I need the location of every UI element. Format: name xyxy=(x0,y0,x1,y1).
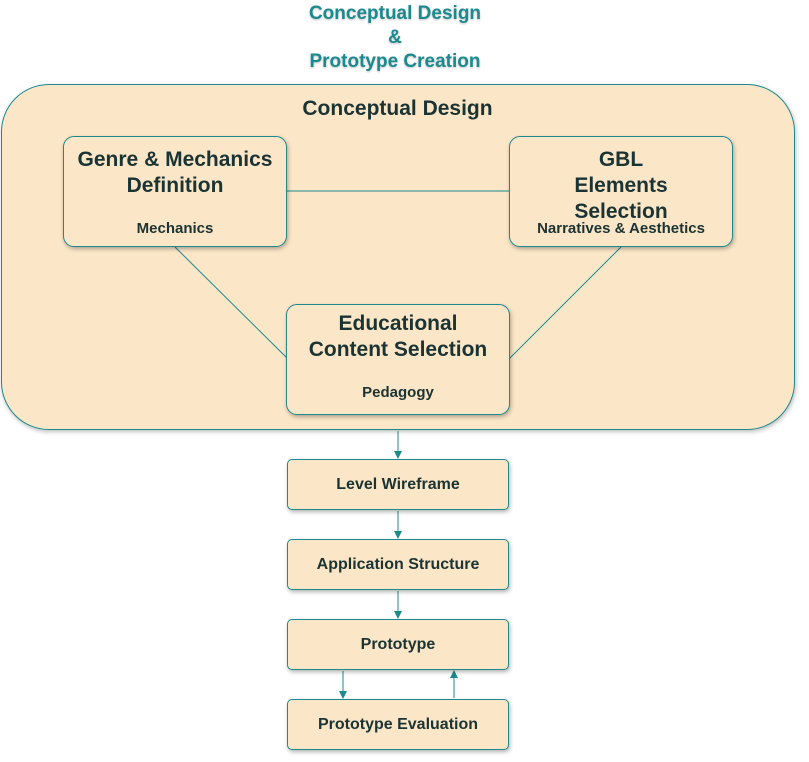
genre-mechanics-subtitle: Mechanics xyxy=(136,220,214,237)
prototype-step: Prototype xyxy=(287,619,509,670)
page-title: Conceptual Design & Prototype Creation xyxy=(245,2,545,74)
prototype-evaluation-step: Prototype Evaluation xyxy=(287,699,509,750)
gbl-elements-title: GBL Elements Selection xyxy=(574,148,668,223)
level-wireframe-step: Level Wireframe xyxy=(287,459,509,510)
gbl-elements-subtitle: Narratives & Aesthetics xyxy=(537,220,705,237)
genre-mechanics-node: Genre & Mechanics Definition Mechanics xyxy=(63,136,287,247)
genre-mechanics-title: Genre & Mechanics Definition xyxy=(77,148,273,197)
educational-content-node: Educational Content Selection Pedagogy xyxy=(286,304,510,415)
page-title-line-1: Conceptual Design xyxy=(308,3,482,24)
educational-content-title: Educational Content Selection xyxy=(308,312,488,361)
educational-content-subtitle: Pedagogy xyxy=(362,384,434,401)
conceptual-design-container-title: Conceptual Design xyxy=(302,97,493,120)
page-title-line-2: & xyxy=(388,27,402,48)
application-structure-step: Application Structure xyxy=(287,539,509,590)
gbl-elements-node: GBL Elements Selection Narratives & Aest… xyxy=(509,136,733,247)
page-title-line-3: Prototype Creation xyxy=(309,51,481,72)
